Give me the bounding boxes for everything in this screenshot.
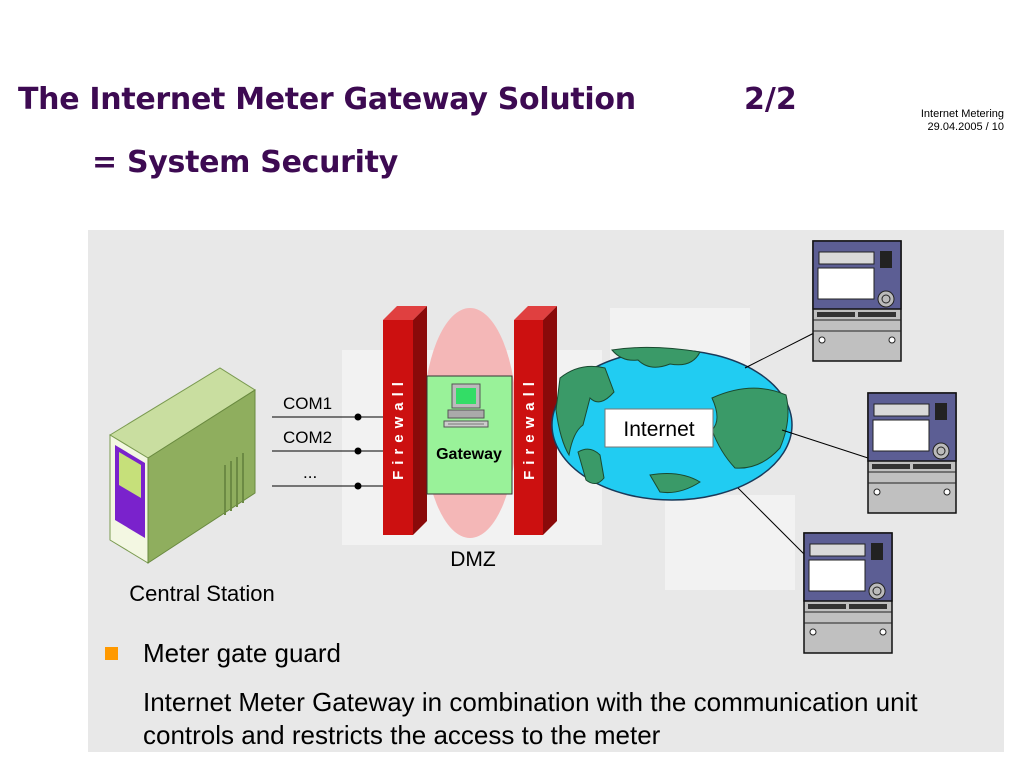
com-lines [272,416,383,487]
meta-date-page: 29.04.2005 / 10 [927,121,1004,133]
page-indicator: 2/2 [744,82,797,117]
internet-globe: Internet [551,346,793,501]
internet-label-box [604,408,714,448]
dmz-label: DMZ [450,548,496,571]
central-station-label: Central Station [129,581,275,606]
meter-1 [812,240,902,362]
bullet-square-icon [105,647,118,660]
internet-label: Internet [623,418,694,441]
meter-2 [867,392,957,514]
bullet-heading: Meter gate guard [143,638,342,668]
com-connectors [354,413,362,490]
firewall-left: Firewall [383,306,427,535]
central-station-server [109,367,256,564]
com-more-label: ... [303,463,317,482]
firewall-left-label: Firewall [390,376,407,480]
com1-label: COM1 [283,394,332,413]
bullet-description: Internet Meter Gateway in combination wi… [143,687,918,750]
gateway-label: Gateway [436,446,502,463]
firewall-right: Firewall [514,306,557,535]
slide-meta: Internet Metering 29.04.2005 / 10 [921,108,1004,134]
meta-topic: Internet Metering [920,108,1004,120]
meter-3 [803,532,893,654]
slide-title: The Internet Meter Gateway Solution [18,82,636,117]
computer-icon [443,383,489,428]
meter-connections [737,332,869,556]
com2-label: COM2 [283,428,332,447]
firewall-right-label: Firewall [521,376,538,480]
gateway-box: Gateway [426,375,513,495]
slide-subtitle: = System Security [92,145,398,180]
